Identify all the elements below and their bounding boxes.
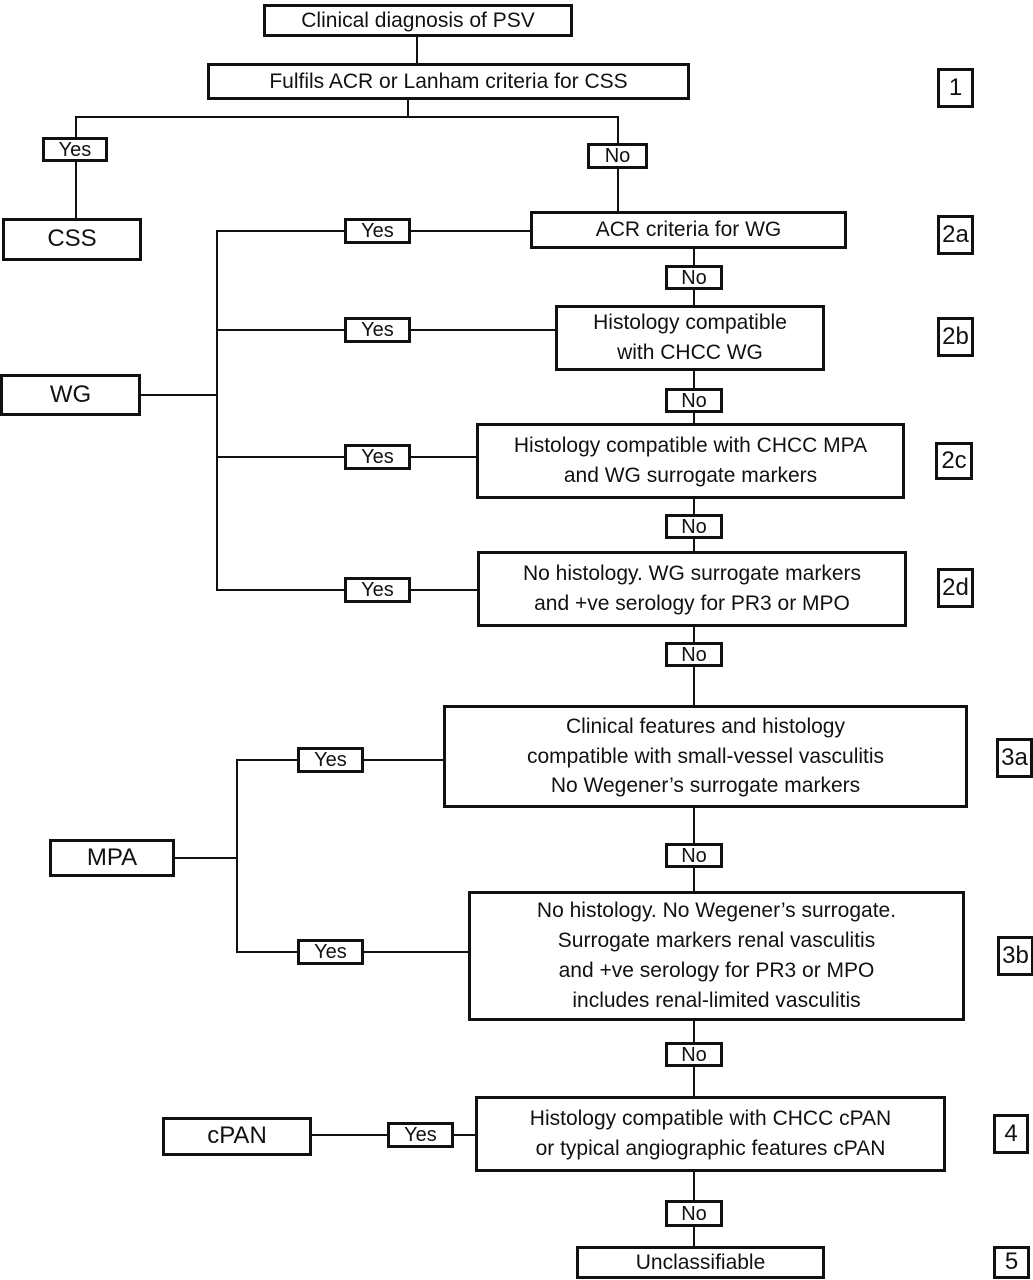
node-wg-outcome: WG — [0, 374, 141, 416]
branch-no-4: No — [665, 1200, 723, 1227]
connector-line — [416, 37, 418, 63]
connector-line — [364, 951, 468, 953]
node-cpan-outcome: cPAN — [162, 1117, 312, 1156]
connector-line — [216, 230, 344, 232]
branch-no-2a: No — [665, 265, 723, 290]
connector-line — [693, 1172, 695, 1200]
step-label-2c: 2c — [935, 442, 973, 480]
connector-line — [693, 290, 695, 305]
step-label-3b: 3b — [997, 936, 1033, 976]
branch-yes-2a: Yes — [344, 218, 411, 244]
node-clinical-diagnosis: Clinical diagnosis of PSV — [263, 4, 573, 37]
connector-line — [617, 116, 619, 143]
node-histology-chcc-mpa: Histology compatible with CHCC MPA and W… — [476, 423, 905, 499]
connector-line — [216, 456, 344, 458]
node-histology-cpan: Histology compatible with CHCC cPAN or t… — [475, 1096, 946, 1172]
connector-line — [236, 759, 238, 953]
connector-line — [364, 759, 443, 761]
connector-line — [693, 808, 695, 843]
branch-no-3b: No — [665, 1042, 723, 1067]
step-label-4: 4 — [993, 1114, 1029, 1154]
branch-yes-4: Yes — [387, 1122, 454, 1148]
connector-line — [216, 329, 344, 331]
connector-line — [617, 169, 619, 211]
connector-line — [693, 413, 695, 423]
connector-line — [693, 667, 695, 705]
connector-line — [75, 116, 619, 118]
connector-line — [693, 1067, 695, 1096]
connector-line — [693, 499, 695, 514]
node-clinical-small-vessel: Clinical features and histology compatib… — [443, 705, 968, 808]
connector-line — [236, 759, 297, 761]
branch-yes-css: Yes — [42, 137, 108, 162]
connector-line — [693, 1227, 695, 1246]
connector-line — [312, 1134, 387, 1136]
node-css-outcome: CSS — [2, 218, 142, 261]
branch-yes-3a: Yes — [297, 747, 364, 773]
step-label-5: 5 — [993, 1246, 1030, 1279]
branch-no-css: No — [587, 143, 648, 169]
connector-line — [175, 857, 237, 859]
node-mpa-outcome: MPA — [49, 839, 175, 877]
connector-line — [411, 589, 477, 591]
connector-line — [411, 329, 555, 331]
branch-no-3a: No — [665, 843, 723, 868]
step-label-2a: 2a — [937, 215, 974, 255]
step-label-3a: 3a — [996, 738, 1033, 778]
connector-line — [693, 627, 695, 642]
connector-line — [693, 868, 695, 891]
connector-line — [216, 589, 344, 591]
branch-no-2c: No — [665, 514, 723, 539]
connector-line — [454, 1134, 475, 1136]
branch-yes-2b: Yes — [344, 317, 411, 343]
branch-yes-3b: Yes — [297, 939, 364, 965]
step-label-2b: 2b — [937, 317, 974, 357]
connector-line — [407, 100, 409, 117]
node-unclassifiable: Unclassifiable — [576, 1246, 825, 1279]
node-fulfils-criteria: Fulfils ACR or Lanham criteria for CSS — [207, 63, 690, 100]
branch-no-2d: No — [665, 642, 723, 667]
connector-line — [411, 230, 530, 232]
step-label-2d: 2d — [937, 568, 974, 608]
branch-yes-2d: Yes — [344, 577, 411, 603]
connector-line — [75, 162, 77, 218]
connector-line — [693, 539, 695, 551]
connector-line — [236, 951, 297, 953]
branch-no-2b: No — [665, 388, 723, 413]
step-label-1: 1 — [937, 68, 974, 108]
node-histology-chcc-wg: Histology compatible with CHCC WG — [555, 305, 825, 371]
connector-line — [141, 394, 217, 396]
node-acr-wg: ACR criteria for WG — [530, 211, 847, 249]
connector-line — [693, 249, 695, 265]
node-no-histology-wg-markers: No histology. WG surrogate markers and +… — [477, 551, 907, 627]
node-no-histology-renal: No histology. No Wegener’s surrogate. Su… — [468, 891, 965, 1021]
connector-line — [411, 456, 476, 458]
connector-line — [693, 371, 695, 388]
connector-line — [693, 1021, 695, 1042]
connector-line — [75, 116, 77, 137]
branch-yes-2c: Yes — [344, 444, 411, 470]
connector-line — [216, 230, 218, 591]
